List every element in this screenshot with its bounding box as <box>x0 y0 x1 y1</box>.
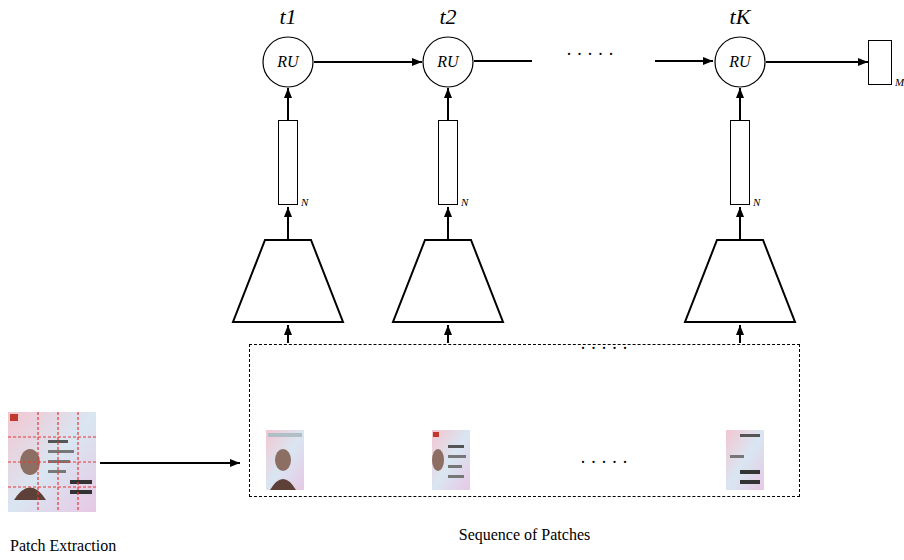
connector-arrow <box>287 88 289 120</box>
feature-vector: N <box>730 120 750 205</box>
circle-outline <box>715 37 765 87</box>
time-step-label: t1 <box>253 4 323 30</box>
circle-shape: RU <box>422 36 474 88</box>
feature-vector: N <box>278 120 298 205</box>
connector-arrow <box>739 88 741 120</box>
ellipsis: · · · · · <box>566 44 614 65</box>
unit-name: RU <box>277 53 298 71</box>
encoder-trapezoid <box>233 240 343 322</box>
circle-shape: RU <box>714 36 766 88</box>
feature-vector: M <box>868 40 892 85</box>
arrow <box>739 207 741 239</box>
arrow <box>655 60 713 62</box>
id-card-image <box>8 412 96 512</box>
arrow <box>287 325 289 343</box>
connector-arrow <box>766 61 868 63</box>
feature-vector: N <box>438 120 458 205</box>
connector-arrow <box>447 88 449 120</box>
arrow <box>100 462 240 464</box>
arrow <box>447 207 449 239</box>
encoder-trapezoid <box>685 240 795 322</box>
dimension-label: N <box>753 196 760 208</box>
connector-arrow <box>314 61 422 63</box>
unit-name: RU <box>729 53 750 71</box>
circle-outline <box>263 37 313 87</box>
arrow <box>287 207 289 239</box>
dimension-label: N <box>301 196 308 208</box>
ellipsis: · · · · · <box>580 452 628 473</box>
patch-image <box>726 430 764 490</box>
recurrent-unit: t1RU <box>253 4 323 88</box>
circle-outline <box>423 37 473 87</box>
patch-sequence-box: Sequence of Patches <box>249 344 800 497</box>
recurrent-unit: t2RU <box>413 4 483 88</box>
time-step-label: tK <box>705 4 775 30</box>
dimension-label: N <box>461 196 468 208</box>
recurrent-unit: tK RU <box>705 4 775 88</box>
circle-shape: RU <box>262 36 314 88</box>
arrow <box>447 325 449 343</box>
arrow <box>739 325 741 343</box>
time-step-label: t2 <box>413 4 483 30</box>
dimension-label: M <box>895 76 904 88</box>
encoder-trapezoid <box>393 240 503 322</box>
arrow <box>474 60 532 62</box>
box-caption: Sequence of Patches <box>250 526 799 544</box>
unit-name: RU <box>437 53 458 71</box>
patch-image <box>266 430 304 490</box>
ellipsis: · · · · · <box>580 338 628 359</box>
patch-image <box>432 430 470 490</box>
caption: Patch Extraction <box>10 537 116 555</box>
